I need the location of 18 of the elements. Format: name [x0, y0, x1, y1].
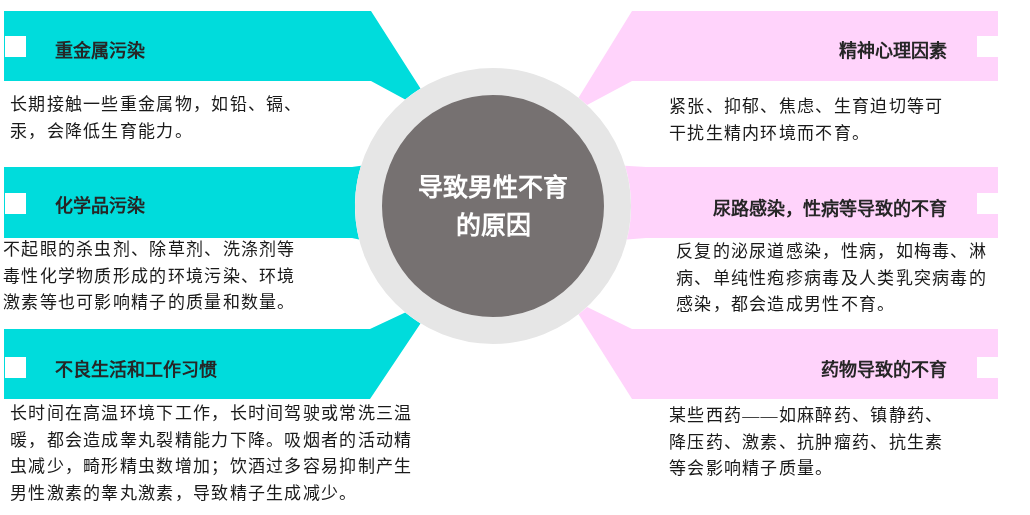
- band-heading: 不良生活和工作习惯: [55, 359, 217, 381]
- description-text: 某些西药——如麻醉药、镇静药、降压药、激素、抗肿瘤药、抗生素等会影响精子质量。: [669, 405, 945, 480]
- band-heading: 精神心理因素: [839, 40, 947, 62]
- connector-wedge: [371, 11, 421, 100]
- connector-wedge: [578, 306, 632, 399]
- description-text: 长期接触一些重金属物，如铅、镉、汞，会降低生育能力。: [10, 94, 304, 143]
- band-heading: 尿路感染，性病等导致的不育: [713, 198, 947, 220]
- band-heading: 化学品污染: [55, 195, 145, 217]
- description-text: 紧张、抑郁、焦虑、生育迫切等可干扰生精内环境而不育。: [669, 96, 945, 145]
- description-text: 不起眼的杀虫剂、除草剂、洗涤剂等毒性化学物质形成的环境污染、环境激素等也可影响精子的质量和数量。: [3, 239, 297, 314]
- connector-wedge: [370, 312, 421, 399]
- connector-wedge: [625, 165, 646, 240]
- band-heading: 重金属污染: [55, 40, 145, 62]
- connector-wedge: [578, 11, 632, 106]
- description-text: 长时间在高温环境下工作，长时间驾驶或常洗三温暖，都会造成睾丸裂精能力下降。吸烟者的活动精虫减少，畸形精虫数增加；饮酒过多容易抑制产生男性激素的睾丸激素，导致精子生成减少。: [10, 403, 414, 505]
- description-text: 反复的泌尿道感染，性病，如梅毒、淋病、单纯性疱疹病毒及人类乳突病毒的感染，都会造成男性不育。: [676, 241, 989, 316]
- band-heading: 药物导致的不育: [821, 359, 947, 381]
- circle-title: 导致男性不育的原因: [417, 172, 569, 241]
